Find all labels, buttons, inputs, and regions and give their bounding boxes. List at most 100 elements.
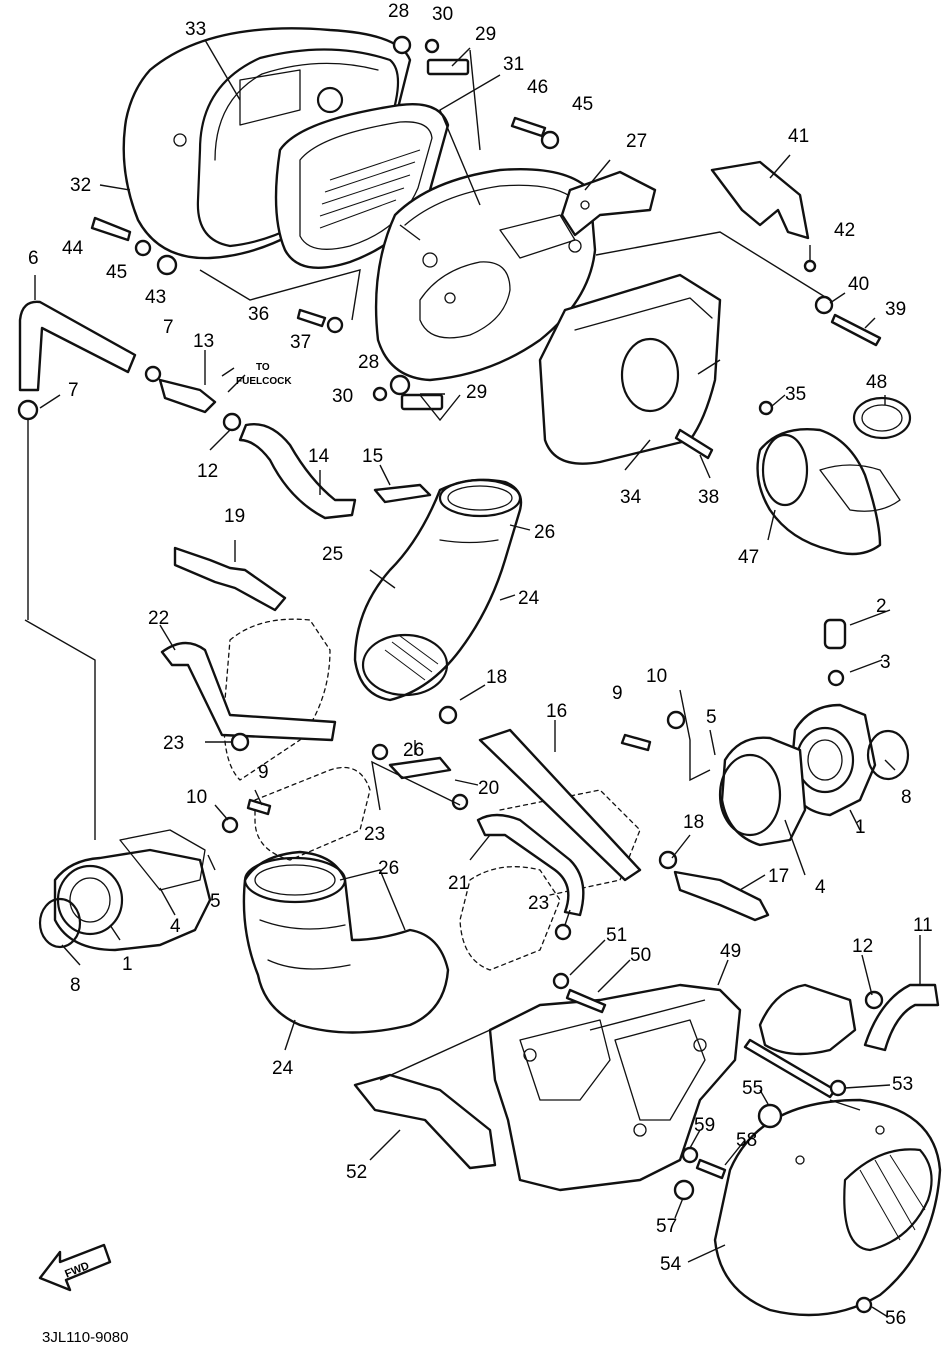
cap-2 — [823, 618, 847, 650]
callout-25: 25 — [322, 544, 343, 565]
note-line-1: TO — [256, 362, 270, 373]
leader-lines — [24, 39, 921, 1318]
callout-5b: 5 — [210, 891, 221, 912]
callout-11: 11 — [913, 915, 933, 936]
callout-40: 40 — [848, 274, 869, 295]
screw-56 — [855, 1296, 873, 1314]
side-panel-34 — [538, 273, 722, 465]
bolts — [90, 38, 882, 1314]
callout-59: 59 — [694, 1115, 715, 1136]
callout-10a: 10 — [646, 666, 667, 687]
callout-24b: 24 — [272, 1058, 294, 1079]
stay-52 — [353, 1073, 497, 1170]
callout-55: 55 — [742, 1078, 763, 1099]
callout-4a: 4 — [170, 916, 181, 937]
callout-8a: 8 — [901, 787, 912, 808]
callout-38: 38 — [698, 487, 719, 508]
fuelcock-note: TO FUELCOCK — [221, 362, 292, 387]
hose-16 — [478, 728, 642, 882]
bracket-27 — [560, 170, 657, 237]
bolt-30a — [424, 38, 440, 54]
air-cleaner-case-body — [374, 168, 597, 382]
callout-15: 15 — [362, 446, 383, 467]
carburetor-joint-left — [38, 829, 212, 952]
nut-57 — [673, 1179, 695, 1201]
bolt-9b — [246, 798, 272, 816]
callout-30b: 30 — [332, 386, 353, 407]
callout-10b: 10 — [186, 787, 207, 808]
callout-44: 44 — [62, 238, 84, 259]
callout-18b: 18 — [683, 812, 704, 833]
callout-42: 42 — [834, 220, 855, 241]
callout-6: 6 — [28, 248, 39, 269]
callout-24a: 24 — [518, 588, 540, 609]
callout-23b: 23 — [364, 824, 385, 845]
callout-22: 22 — [148, 608, 169, 629]
callout-43: 43 — [145, 287, 166, 308]
callout-28b: 28 — [358, 352, 379, 373]
callout-36: 36 — [248, 304, 269, 325]
bolt-44 — [90, 216, 132, 242]
fitting-right-lower — [758, 983, 857, 1056]
callout-35: 35 — [785, 384, 806, 405]
intake-joint-lower — [242, 850, 450, 1034]
callout-49: 49 — [720, 941, 741, 962]
hoses — [18, 300, 940, 1052]
callout-5a: 5 — [706, 707, 717, 728]
callout-33: 33 — [185, 19, 206, 40]
callout-34: 34 — [620, 487, 642, 508]
callout-9a: 9 — [612, 683, 623, 704]
callout-41: 41 — [788, 126, 809, 147]
callout-29a: 29 — [475, 24, 496, 45]
callout-26c: 26 — [378, 858, 399, 879]
callout-45a: 45 — [572, 94, 593, 115]
bolt-46 — [510, 116, 547, 138]
bolt-38 — [674, 428, 714, 460]
callout-57: 57 — [656, 1216, 677, 1237]
bolt-58 — [695, 1158, 727, 1180]
callout-51: 51 — [606, 925, 627, 946]
callout-47: 47 — [738, 547, 759, 568]
fitting-15 — [373, 483, 432, 504]
fitting-13 — [158, 378, 217, 414]
callout-12a: 12 — [197, 461, 218, 482]
bolt-9a — [620, 733, 652, 752]
callout-31: 31 — [503, 54, 524, 75]
callout-37: 37 — [290, 332, 311, 353]
callout-52: 52 — [346, 1162, 367, 1183]
callout-12b: 12 — [852, 936, 873, 957]
callout-labels: 33 28 30 29 31 46 45 27 41 32 42 44 6 45… — [28, 1, 933, 1329]
hose-21 — [476, 813, 585, 917]
fitting-19 — [173, 546, 287, 612]
callout-23c: 23 — [528, 893, 549, 914]
callout-7a: 7 — [163, 317, 174, 338]
callout-19: 19 — [224, 506, 245, 527]
hose-11 — [863, 983, 940, 1052]
callout-8b: 8 — [70, 975, 81, 996]
bracket-plate — [353, 983, 742, 1192]
bolt-36 — [296, 308, 327, 328]
callout-28a: 28 — [388, 1, 409, 22]
bolt-30b — [372, 386, 388, 402]
callout-26b: 26 — [403, 740, 424, 761]
carburetor-joint-right — [718, 703, 910, 847]
callout-21: 21 — [448, 873, 469, 894]
callout-9b: 9 — [258, 762, 269, 783]
callout-29b: 29 — [466, 382, 487, 403]
callout-56: 56 — [885, 1308, 906, 1329]
callout-58: 58 — [736, 1130, 757, 1151]
grommet-55 — [757, 1103, 783, 1129]
hose-6 — [18, 300, 137, 392]
callout-14: 14 — [308, 446, 330, 467]
callout-48: 48 — [866, 372, 887, 393]
callout-1a: 1 — [855, 817, 866, 838]
callout-27: 27 — [626, 131, 647, 152]
callout-30a: 30 — [432, 4, 453, 25]
callout-17: 17 — [768, 866, 789, 887]
callout-45b: 45 — [106, 262, 127, 283]
callout-32: 32 — [70, 175, 91, 196]
callout-53: 53 — [892, 1074, 913, 1095]
drawing-code: 3JL110-9080 — [42, 1329, 128, 1346]
cover-41 — [710, 160, 810, 240]
